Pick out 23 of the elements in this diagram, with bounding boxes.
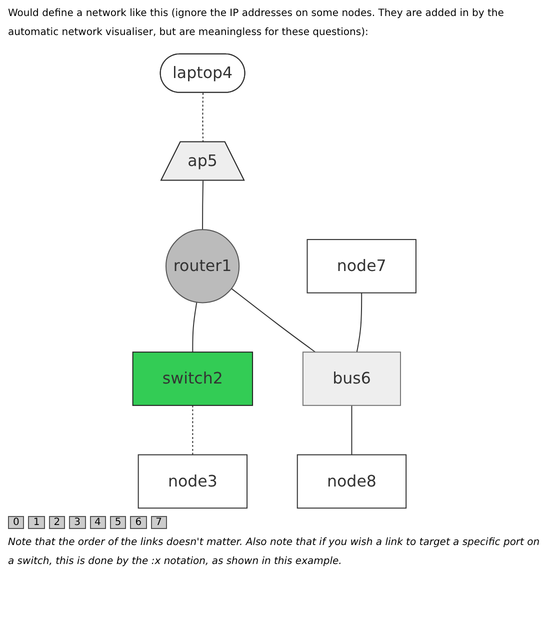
port-number: 5 bbox=[110, 516, 126, 529]
node-box: switch2 bbox=[132, 352, 254, 406]
note-text: Note that the order of the links doesn't matter. Also note that if you wish a link to target a specific port on a switch, this is done by the :x notation, as shown in this example. bbox=[7, 536, 541, 569]
port-number: 1 bbox=[28, 516, 45, 529]
connector bbox=[356, 292, 362, 353]
connector bbox=[192, 302, 198, 353]
intro-text: Would define a network like this (ignore the IP addresses on some nodes. They are added in by the automatic network visualiser, but are meaningless for these questions): bbox=[7, 7, 505, 40]
port-number: 3 bbox=[69, 516, 86, 529]
node-box: node7 bbox=[306, 239, 417, 294]
port-number: 4 bbox=[90, 516, 106, 529]
port-number: 7 bbox=[150, 516, 167, 529]
connector bbox=[202, 92, 204, 143]
node-circle: router1 bbox=[166, 229, 240, 304]
node-box: bus6 bbox=[302, 352, 402, 406]
connector bbox=[192, 404, 194, 456]
port-number: 0 bbox=[8, 516, 24, 529]
node-box: node8 bbox=[296, 454, 407, 509]
node-box: node3 bbox=[138, 454, 248, 509]
port-number: 2 bbox=[48, 516, 66, 529]
connector bbox=[351, 404, 352, 456]
connector bbox=[202, 180, 204, 230]
port-number: 6 bbox=[130, 516, 147, 529]
connector bbox=[231, 288, 316, 353]
